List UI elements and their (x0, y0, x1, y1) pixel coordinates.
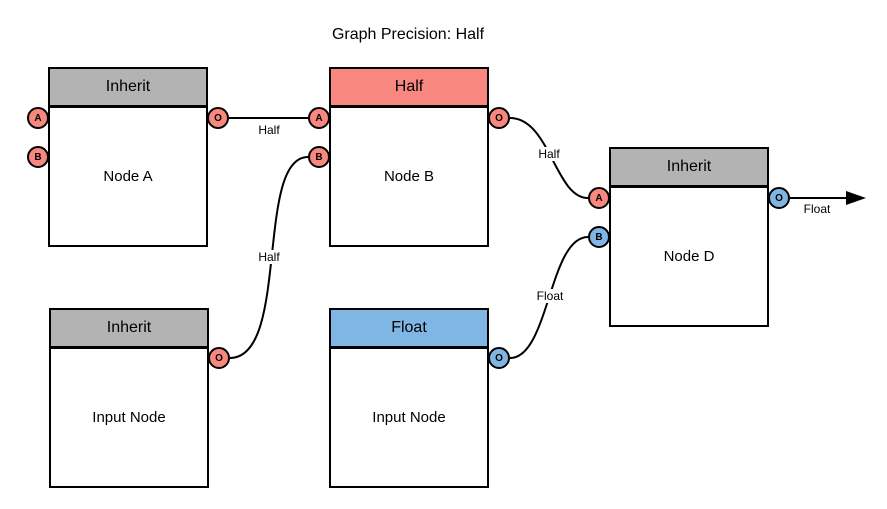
input-node-inherit-header: Inherit (51, 310, 207, 349)
edge-label-input-float-to-node-d: Float (534, 289, 566, 303)
node-a-port-a: A (27, 107, 49, 129)
input-node-inherit: Inherit Input Node (49, 308, 209, 488)
edge-label-input-left-to-node-b: Half (256, 250, 282, 264)
node-b-label: Node B (383, 168, 435, 185)
edge-label-node-b-to-node-d: Half (536, 147, 562, 161)
input-node-float-header: Float (331, 310, 487, 349)
node-d-port-b: B (588, 226, 610, 248)
node-d-port-a: A (588, 187, 610, 209)
node-a-header: Inherit (50, 69, 206, 108)
node-d: Inherit Node D (609, 147, 769, 327)
diagram-title: Graph Precision: Half (331, 26, 485, 43)
node-a-port-b: B (27, 146, 49, 168)
node-b-header: Half (331, 69, 487, 108)
node-d-port-o: O (768, 187, 790, 209)
edge-label-node-a-to-node-b: Half (256, 123, 282, 137)
input-node-float: Float Input Node (329, 308, 489, 488)
node-b-port-b: B (308, 146, 330, 168)
node-d-label: Node D (663, 248, 715, 265)
node-b: Half Node B (329, 67, 489, 247)
node-a-label: Node A (103, 168, 153, 185)
node-b-port-o: O (488, 107, 510, 129)
node-b-port-a: A (308, 107, 330, 129)
input-node-inherit-port-o: O (208, 347, 230, 369)
node-d-header: Inherit (611, 149, 767, 188)
input-node-inherit-label: Input Node (92, 409, 166, 426)
node-a-port-o: O (207, 107, 229, 129)
edge-label-node-d-output: Float (801, 202, 833, 216)
node-a: Inherit Node A (48, 67, 208, 247)
input-node-float-label: Input Node (372, 409, 446, 426)
input-node-float-port-o: O (488, 347, 510, 369)
